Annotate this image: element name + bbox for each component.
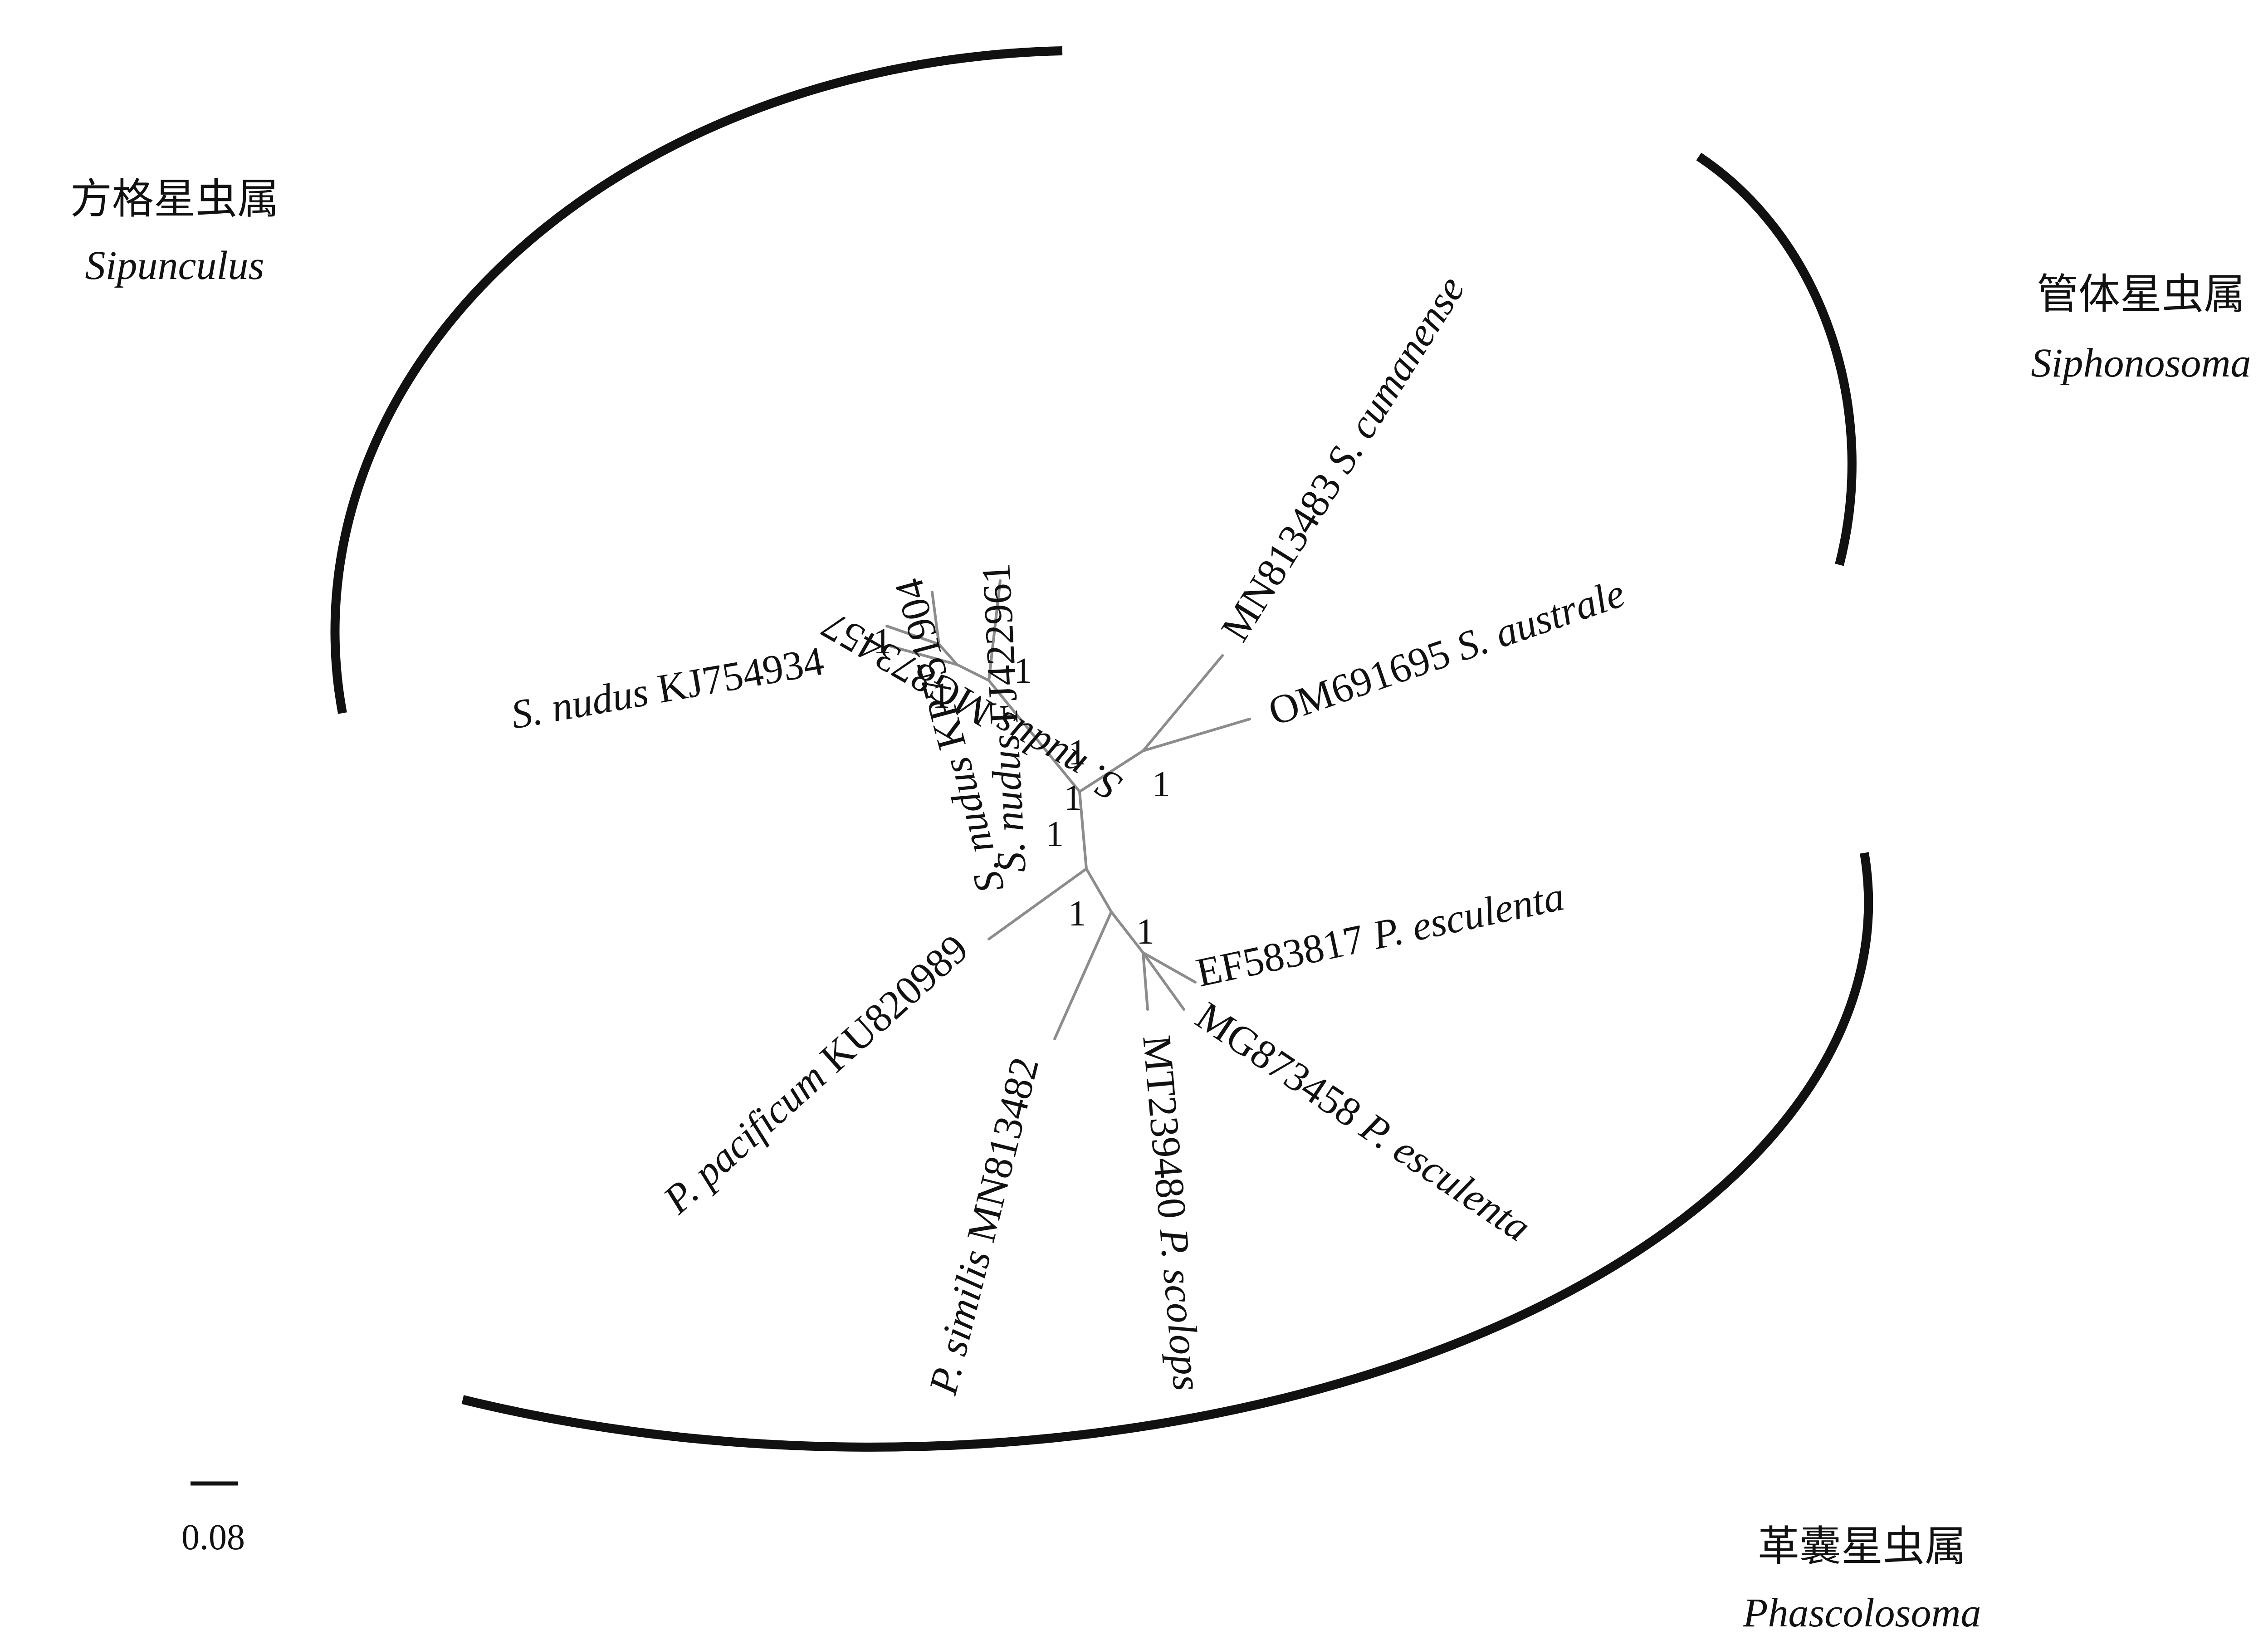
taxon-label-ku820989: P. pacificum KU820989 <box>655 926 977 1223</box>
species-name: S. cumanense <box>1318 269 1474 481</box>
internal-branch-root-phas <box>1078 790 1088 870</box>
genus-label-phascolosoma: 革囊星虫属 Phascolosoma <box>1743 1523 1981 1635</box>
support-value: 1 <box>1014 651 1032 691</box>
taxon-labels: S. nudus FJ422961 S. nudus KP751904 S. n… <box>508 269 1630 1400</box>
taxon-label-fj422961: S. nudus FJ422961 <box>973 562 1035 874</box>
sipunculus-bracket-arc <box>330 46 1063 714</box>
species-name: S. australe <box>1451 571 1630 670</box>
accession-number: MT239480 <box>1134 1033 1195 1220</box>
branch-ef583817 <box>1142 951 1197 984</box>
branch-mg873457 <box>885 625 940 646</box>
species-name: P. scolops <box>1151 1226 1210 1393</box>
siphonosoma-bracket-arc <box>1696 152 1857 566</box>
internal-branch-sip-a <box>956 663 990 682</box>
branch-ku820989 <box>987 867 1088 940</box>
genus-label-siphonosoma: 管体星虫属 Siphonosoma <box>2031 271 2251 386</box>
species-name: P. esculenta <box>1352 1104 1539 1250</box>
taxon-label-ef583817: EF583817 P. esculenta <box>1193 874 1568 996</box>
internal-branch-phas-a <box>1085 867 1113 913</box>
species-name: S. nudus <box>508 669 652 737</box>
accession-number: MN813482 <box>958 1053 1047 1247</box>
accession-number: KJ754934 <box>654 638 827 712</box>
taxon-label-kj754934: S. nudus KJ754934 <box>508 638 827 738</box>
support-value: 1 <box>1068 894 1086 934</box>
support-value: 1 <box>1152 764 1170 804</box>
support-value: 1 <box>1136 912 1154 952</box>
branch-kp751904 <box>931 591 940 646</box>
branch-mt239480 <box>1142 951 1149 1011</box>
genus-latin-name: Phascolosoma <box>1743 1591 1981 1635</box>
support-values: 1 1 1 1 1 1 1 1 1 <box>873 622 1170 952</box>
genus-chinese-name: 革囊星虫属 <box>1758 1523 1966 1570</box>
internal-branch-sipho <box>1078 749 1144 793</box>
genus-latin-name: Siphonosoma <box>2031 341 2251 386</box>
support-value: 1 <box>1046 814 1064 854</box>
internal-branch-sip-root <box>987 679 1081 793</box>
taxon-label-mt239480: MT239480 P. scolops <box>1134 1033 1210 1393</box>
branch-mg873458 <box>1142 951 1185 1011</box>
genus-label-sipunculus: 方格星虫属 Sipunculus <box>70 176 279 288</box>
tree-branches <box>885 579 1251 1040</box>
scale-bar-label: 0.08 <box>181 1518 245 1557</box>
support-value: 1 <box>873 622 891 661</box>
species-name: S. nudus <box>982 733 1035 874</box>
accession-number: KU820989 <box>812 926 977 1081</box>
taxon-label-om691695: OM691695 S. australe <box>1263 571 1630 734</box>
species-name: P. pacificum <box>655 1054 834 1223</box>
branch-kj754934 <box>890 645 958 666</box>
support-value: 1 <box>932 676 950 716</box>
genus-latin-name: Sipunculus <box>85 243 264 288</box>
species-name: P. esculenta <box>1368 874 1568 958</box>
accession-number: MG873458 <box>1188 994 1369 1136</box>
support-value: 1 <box>1064 778 1082 818</box>
internal-branch-phas-b <box>1110 911 1144 954</box>
branch-fj422961 <box>987 579 1002 682</box>
taxon-label-mn813482: P. similis MN813482 <box>920 1053 1047 1399</box>
genus-chinese-name: 管体星虫属 <box>2037 271 2245 318</box>
phascolosoma-bracket-arc <box>461 852 1873 1452</box>
internal-branch-sip-b <box>938 643 958 666</box>
accession-number: MN813483 <box>1212 465 1350 649</box>
scale-bar: 0.08 <box>181 1481 245 1557</box>
accession-number: EF583817 <box>1193 916 1368 996</box>
genus-chinese-name: 方格星虫属 <box>70 176 279 222</box>
support-value: 1 <box>1068 733 1086 773</box>
branch-mn813482 <box>1053 911 1113 1040</box>
branch-om691695 <box>1142 718 1251 752</box>
accession-number: OM691695 <box>1263 631 1456 734</box>
accession-number: FJ422961 <box>973 562 1026 725</box>
taxon-label-mg873458: MG873458 P. esculenta <box>1188 994 1539 1250</box>
branch-mn813483 <box>1142 654 1224 752</box>
species-name: P. similis <box>920 1245 1000 1399</box>
taxon-label-mn813483: MN813483 S. cumanense <box>1212 269 1473 649</box>
